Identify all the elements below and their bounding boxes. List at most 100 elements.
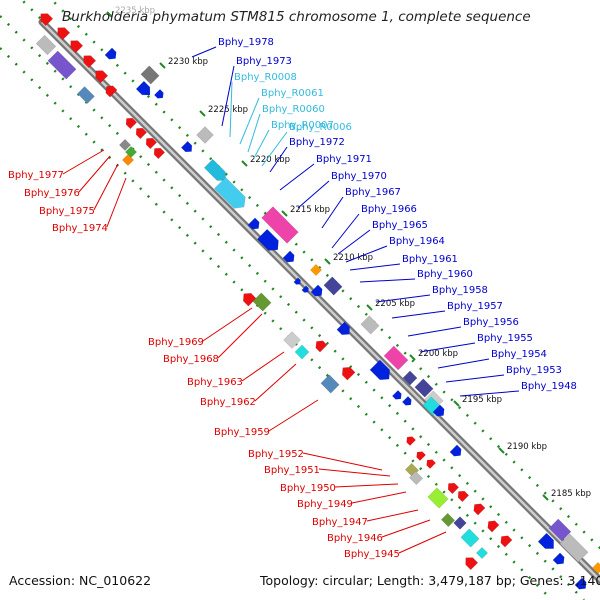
forward-gene-label: Bphy_1960	[417, 269, 473, 280]
reverse-gene-label: Bphy_1962	[200, 397, 256, 408]
forward-gene-label: Bphy_R0060	[262, 104, 325, 115]
gene-feature	[104, 47, 117, 60]
gene-feature	[310, 284, 323, 297]
tick-mark	[498, 447, 505, 454]
gene-feature	[548, 518, 572, 542]
reverse-gene-label: Bphy_1959	[214, 427, 270, 438]
gene-feature	[125, 117, 138, 130]
gene-feature	[449, 444, 462, 457]
forward-gene-label: Bphy_1965	[372, 220, 428, 231]
gene-feature	[135, 80, 151, 96]
label-leader	[253, 129, 270, 159]
label-leader	[241, 351, 285, 382]
reverse-gene-label: Bphy_1946	[327, 533, 383, 544]
label-leader	[419, 342, 476, 353]
label-leader	[302, 452, 383, 471]
gene-feature	[453, 516, 467, 530]
label-leader	[351, 491, 407, 504]
gene-feature	[261, 206, 299, 244]
label-leader	[106, 177, 127, 228]
tick-mark	[159, 62, 166, 69]
reverse-gene-label: Bphy_1968	[163, 354, 219, 365]
tick-label: 2225 kbp	[208, 105, 248, 115]
label-leader	[391, 310, 446, 319]
label-leader	[254, 363, 297, 402]
reverse-gene-label: Bphy_1975	[39, 206, 95, 217]
gene-feature	[426, 459, 437, 470]
gene-feature	[294, 344, 310, 360]
tick-label: 2215 kbp	[290, 205, 330, 215]
forward-gene-label: Bphy_1967	[345, 187, 401, 198]
gene-feature	[247, 217, 260, 230]
label-leader	[217, 313, 263, 359]
gene-feature	[465, 557, 479, 571]
forward-gene-label: Bphy_1953	[506, 365, 562, 376]
gene-feature	[342, 367, 356, 381]
gene-feature	[591, 561, 600, 575]
reverse-gene-label: Bphy_1976	[24, 188, 80, 199]
gene-feature	[402, 370, 418, 386]
label-leader	[459, 390, 520, 397]
forward-gene-label: Bphy_1948	[521, 381, 577, 392]
tick-mark	[324, 258, 331, 265]
gene-feature	[315, 340, 328, 353]
label-leader	[78, 155, 111, 193]
gene-feature	[427, 487, 449, 509]
gene-feature	[383, 345, 409, 371]
label-leader	[62, 149, 105, 175]
label-leader	[221, 65, 235, 127]
label-leader	[261, 131, 288, 167]
label-leader	[359, 278, 416, 283]
label-leader	[337, 229, 371, 255]
gene-feature	[243, 293, 257, 307]
forward-gene-label: Bphy_1973	[236, 56, 292, 67]
gene-feature	[213, 176, 246, 209]
gene-feature	[360, 315, 380, 335]
tick-mark	[106, 11, 113, 18]
tick-label: 2235 kbp	[115, 6, 155, 16]
tick-label: 2185 kbp	[551, 489, 591, 499]
gene-feature	[309, 263, 323, 277]
forward-gene-label: Bphy_R0006	[289, 122, 352, 133]
reverse-gene-label: Bphy_1945	[344, 549, 400, 560]
gene-feature	[70, 40, 84, 54]
label-leader	[269, 146, 288, 173]
tick-label: 2230 kbp	[168, 57, 208, 67]
gene-feature	[77, 86, 95, 104]
label-leader	[191, 46, 217, 58]
gene-feature	[401, 395, 412, 406]
gene-feature	[135, 127, 148, 140]
forward-gene-label: Bphy_1970	[331, 171, 387, 182]
tick-label: 2200 kbp	[418, 349, 458, 359]
gene-feature	[473, 503, 486, 516]
label-leader	[318, 468, 391, 477]
tick-mark	[453, 400, 460, 407]
reverse-gene-label: Bphy_1952	[248, 449, 304, 460]
gene-feature	[475, 546, 489, 560]
gene-feature	[408, 470, 424, 486]
gene-feature	[145, 137, 158, 150]
gene-feature	[414, 378, 434, 398]
gene-labels: Bphy_1978Bphy_1973Bphy_R0008Bphy_R0061Bp…	[8, 37, 577, 560]
gene-feature	[180, 140, 193, 153]
label-leader	[445, 374, 505, 383]
reverse-gene-label: Bphy_1949	[297, 499, 353, 510]
label-leader	[321, 196, 344, 229]
tick-mark	[409, 354, 416, 361]
gene-feature	[57, 27, 71, 41]
gene-feature	[432, 404, 445, 417]
gene-feature	[283, 331, 301, 349]
tick-mark	[199, 110, 206, 117]
forward-gene-label: Bphy_R0008	[234, 72, 297, 83]
gene-feature	[460, 528, 480, 548]
label-leader	[334, 483, 399, 488]
gene-feature	[537, 532, 554, 549]
label-leader	[279, 163, 315, 191]
reverse-gene-label: Bphy_1951	[264, 465, 320, 476]
gene-feature	[406, 436, 417, 447]
tick-label: 2205 kbp	[375, 299, 415, 309]
gene-feature	[447, 482, 460, 495]
gene-feature	[256, 228, 279, 251]
